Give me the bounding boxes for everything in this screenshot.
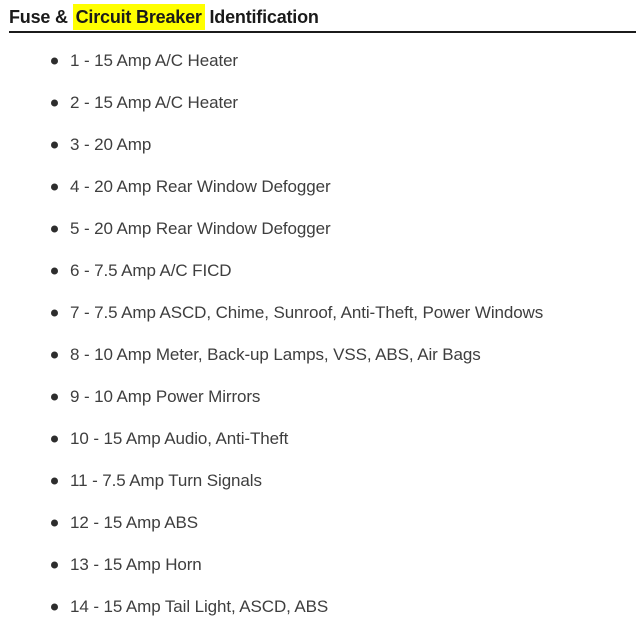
bullet-icon (51, 225, 58, 233)
fuse-item-label: 12 - 15 Amp ABS (70, 513, 198, 532)
bullet-icon (51, 393, 58, 401)
bullet-icon (51, 351, 58, 359)
list-item: 6 - 7.5 Amp A/C FICD (0, 250, 636, 292)
fuse-item-label: 9 - 10 Amp Power Mirrors (70, 387, 261, 406)
bullet-icon (51, 99, 58, 107)
page-title-prefix: Fuse & (9, 7, 73, 27)
bullet-icon (51, 561, 58, 569)
fuse-item-label: 7 - 7.5 Amp ASCD, Chime, Sunroof, Anti-T… (70, 303, 544, 322)
list-item: 2 - 15 Amp A/C Heater (0, 82, 636, 124)
bullet-icon (51, 267, 58, 275)
fuse-item-label: 5 - 20 Amp Rear Window Defogger (70, 219, 331, 238)
fuse-item-label: 14 - 15 Amp Tail Light, ASCD, ABS (70, 597, 329, 616)
list-item: 10 - 15 Amp Audio, Anti-Theft (0, 418, 636, 460)
fuse-item-label: 8 - 10 Amp Meter, Back-up Lamps, VSS, AB… (70, 345, 481, 364)
fuse-list: 1 - 15 Amp A/C Heater 2 - 15 Amp A/C Hea… (0, 40, 636, 628)
list-item: 12 - 15 Amp ABS (0, 502, 636, 544)
list-item: 8 - 10 Amp Meter, Back-up Lamps, VSS, AB… (0, 334, 636, 376)
bullet-icon (51, 57, 58, 65)
page-title-highlight: Circuit Breaker (72, 4, 205, 30)
list-item: 9 - 10 Amp Power Mirrors (0, 376, 636, 418)
list-item: 5 - 20 Amp Rear Window Defogger (0, 208, 636, 250)
bullet-icon (51, 435, 58, 443)
list-item: 4 - 20 Amp Rear Window Defogger (0, 166, 636, 208)
bullet-icon (51, 141, 58, 149)
title-divider (9, 31, 636, 33)
list-item: 7 - 7.5 Amp ASCD, Chime, Sunroof, Anti-T… (0, 292, 636, 334)
fuse-item-label: 10 - 15 Amp Audio, Anti-Theft (70, 429, 289, 448)
list-item: 13 - 15 Amp Horn (0, 544, 636, 586)
page-title: Fuse & Circuit Breaker Identification (9, 4, 626, 30)
fuse-item-label: 1 - 15 Amp A/C Heater (70, 51, 238, 70)
bullet-icon (51, 603, 58, 611)
fuse-item-label: 4 - 20 Amp Rear Window Defogger (70, 177, 331, 196)
fuse-item-label: 11 - 7.5 Amp Turn Signals (70, 471, 262, 490)
list-item: 1 - 15 Amp A/C Heater (0, 40, 636, 82)
list-item: 3 - 20 Amp (0, 124, 636, 166)
fuse-item-label: 6 - 7.5 Amp A/C FICD (70, 261, 232, 280)
fuse-item-label: 13 - 15 Amp Horn (70, 555, 202, 574)
bullet-icon (51, 477, 58, 485)
list-item: 11 - 7.5 Amp Turn Signals (0, 460, 636, 502)
bullet-icon (51, 519, 58, 527)
fuse-item-label: 2 - 15 Amp A/C Heater (70, 93, 238, 112)
list-item: 14 - 15 Amp Tail Light, ASCD, ABS (0, 586, 636, 628)
fuse-item-label: 3 - 20 Amp (70, 135, 152, 154)
page-title-suffix: Identification (204, 7, 319, 27)
bullet-icon (51, 183, 58, 191)
bullet-icon (51, 309, 58, 317)
